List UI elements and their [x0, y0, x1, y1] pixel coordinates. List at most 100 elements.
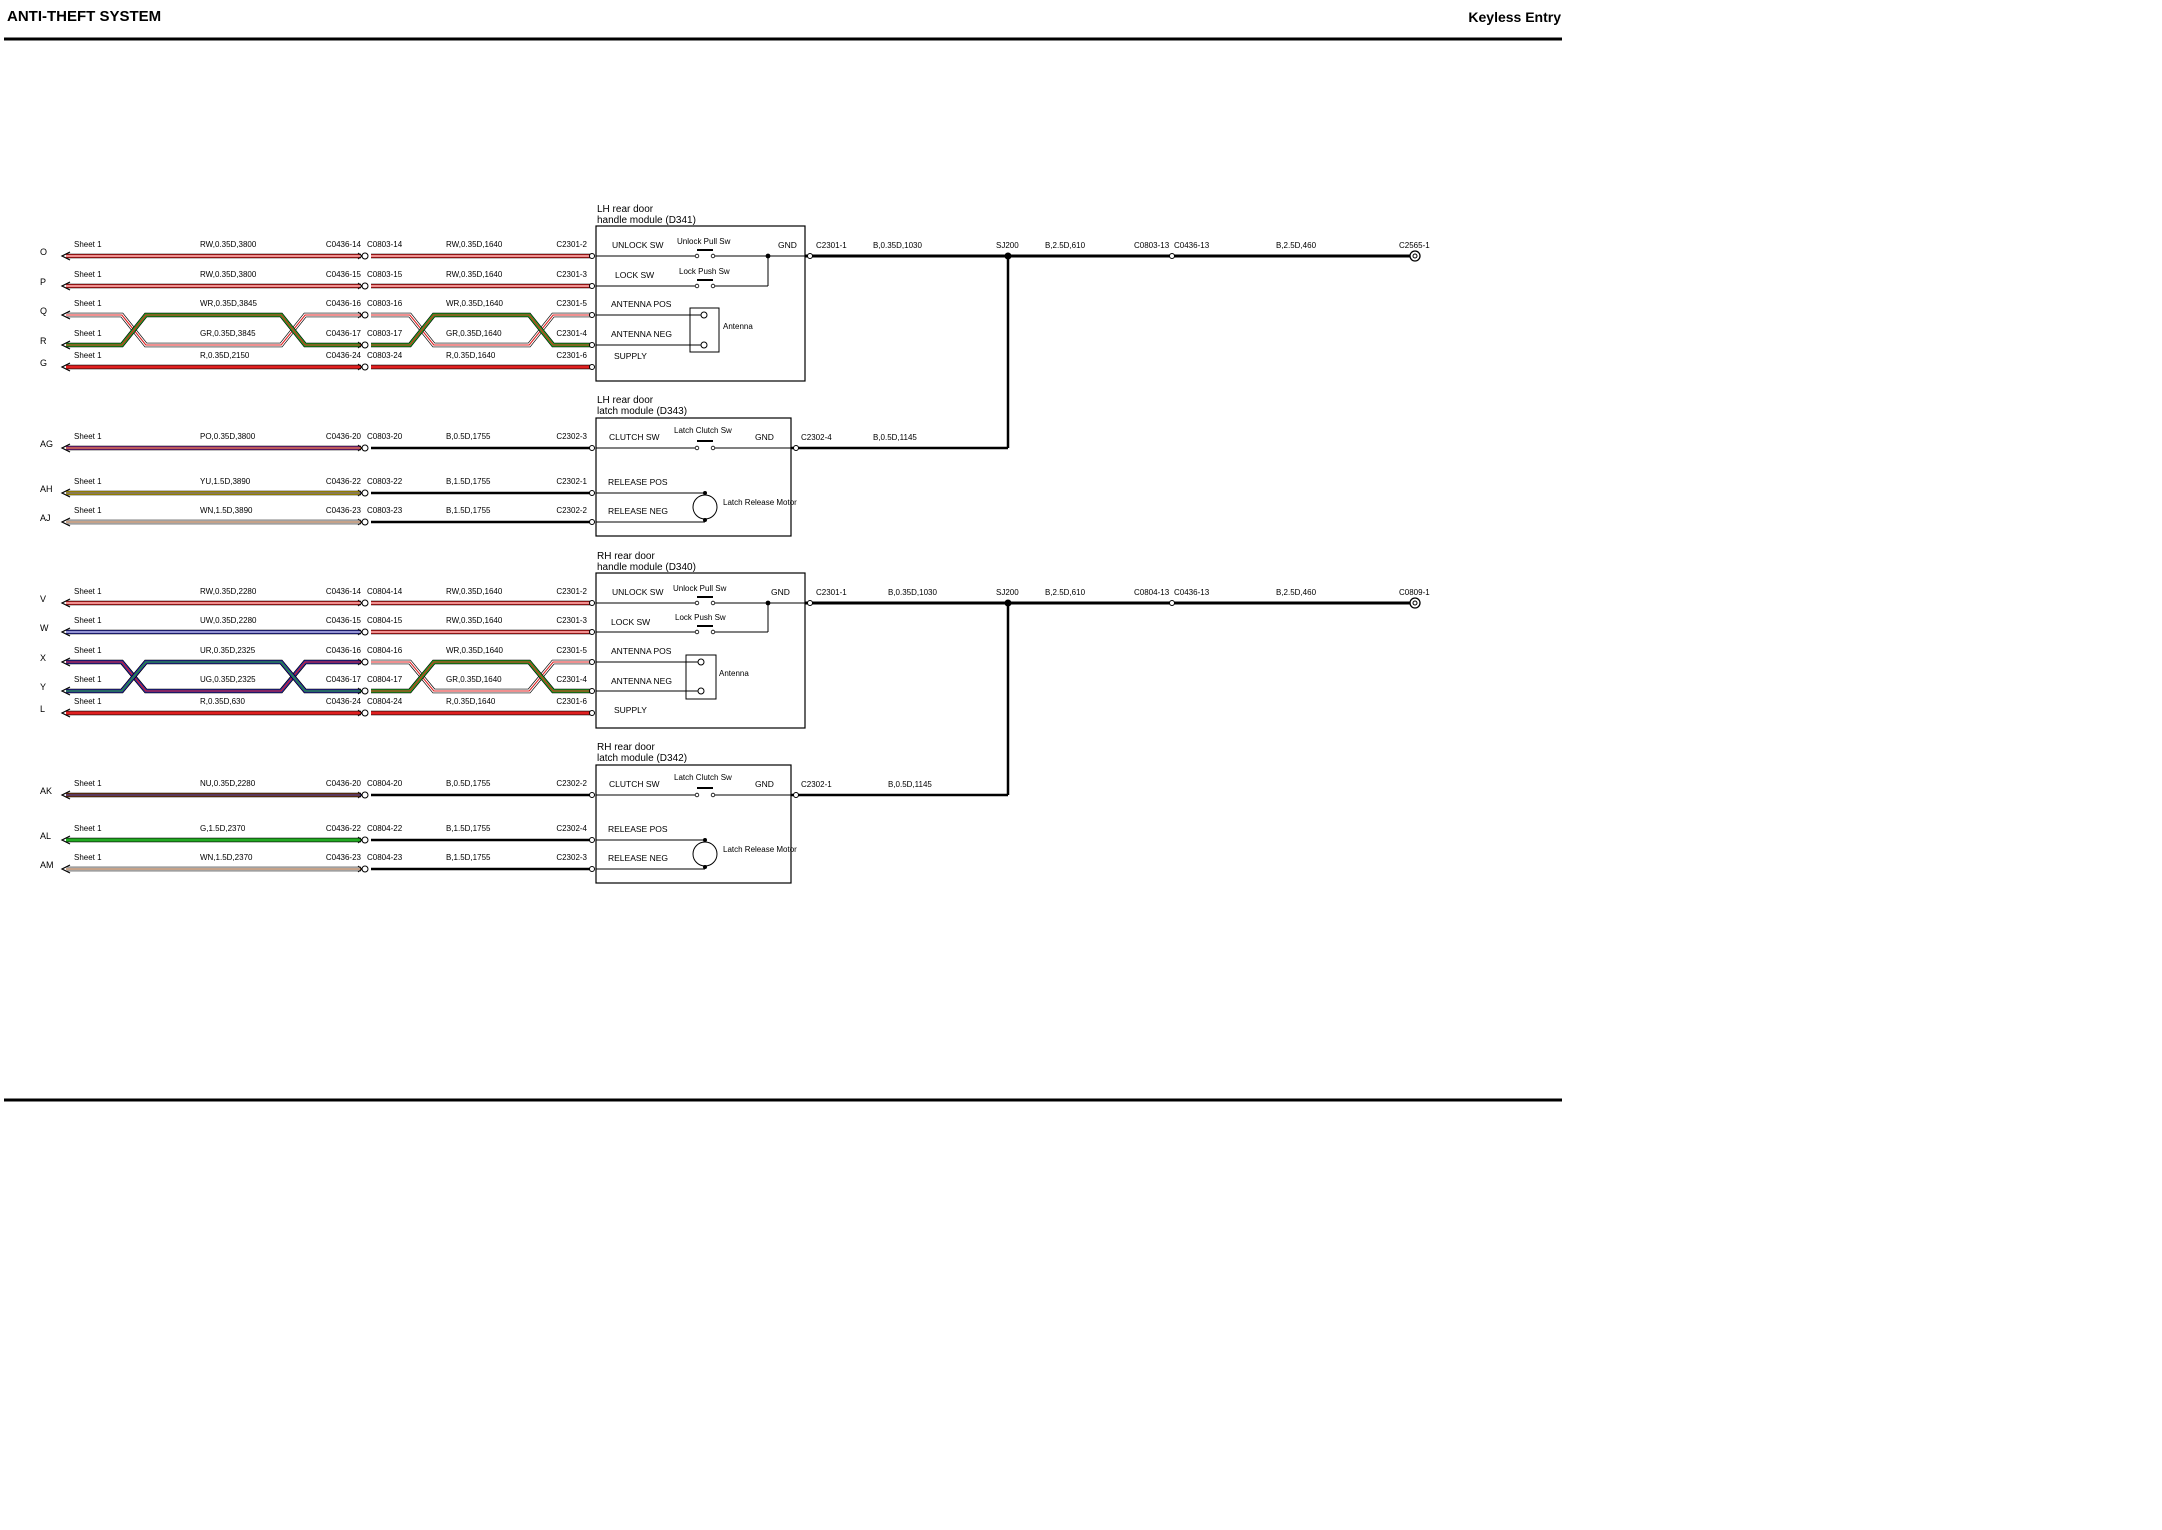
wire-label: GR,0.35D,1640: [446, 329, 502, 338]
conn-label: C0803-22: [367, 477, 403, 486]
module-pin: [589, 837, 595, 843]
circuit-letter: G: [40, 358, 47, 368]
sheet-ref: Sheet 1: [74, 351, 102, 360]
module-title-line2: handle module (D341): [597, 215, 696, 226]
wire-label: YU,1.5D,3890: [200, 477, 251, 486]
circuit-letter: Q: [40, 306, 47, 316]
wire-label: B,0.5D,1145: [888, 780, 932, 789]
inline-connector: [361, 658, 369, 666]
conn-label: C0803-24: [367, 351, 403, 360]
sheet-arrow: [60, 443, 71, 453]
connector-arrow: [357, 791, 363, 799]
conn-label: C0804-13: [1134, 588, 1170, 597]
inline-connector: [361, 836, 369, 844]
sheet-ref: Sheet 1: [74, 299, 102, 308]
connector-arrow: [357, 341, 363, 349]
conn-label: C2301-5: [556, 299, 587, 308]
conn-label: C2301-5: [556, 646, 587, 655]
motor-symbol: [692, 494, 718, 520]
circuit-letter: Y: [40, 682, 46, 692]
module-pin: [589, 688, 595, 694]
inline-connector: [361, 341, 369, 349]
conn-label: C0804-20: [367, 779, 403, 788]
switch-label-unlock-pull: Unlock Pull Sw: [677, 237, 731, 246]
circuit-letter: AK: [40, 786, 52, 796]
wire-label: RW,0.35D,1640: [446, 616, 503, 625]
conn-label: C2301-6: [556, 351, 587, 360]
splice-label: SJ200: [996, 588, 1019, 597]
sheet-arrow: [60, 340, 71, 350]
pin-label-gnd: GND: [755, 779, 774, 789]
pin-label-release-neg: RELEASE NEG: [608, 853, 668, 863]
sheet-ref: Sheet 1: [74, 240, 102, 249]
conn-label: C2301-1: [816, 241, 847, 250]
wire-segment-tracer: [371, 314, 592, 346]
wire-label: GR,0.35D,1640: [446, 675, 502, 684]
module-title-line1: RH rear door: [597, 551, 655, 562]
wire-label: R,0.35D,630: [200, 697, 245, 706]
sheet-arrow: [60, 598, 71, 608]
inline-connector: [361, 599, 369, 607]
conn-label: C2302-2: [556, 506, 587, 515]
sheet-arrow: [60, 362, 71, 372]
antenna-box: [685, 654, 717, 700]
pin-label-lock-sw: LOCK SW: [611, 617, 650, 627]
conn-label: C2302-1: [556, 477, 587, 486]
page-title: ANTI-THEFT SYSTEM: [7, 8, 161, 25]
wire-label: B,1.5D,1755: [446, 477, 491, 486]
conn-label: C0436-24: [326, 351, 362, 360]
wire-label: UR,0.35D,2325: [200, 646, 256, 655]
conn-label: C0436-16: [326, 646, 362, 655]
sheet-arrow: [60, 657, 71, 667]
module-pin: [589, 629, 595, 635]
component-label-antenna: Antenna: [719, 669, 749, 678]
antenna-box: [689, 307, 720, 353]
inline-connector: [361, 628, 369, 636]
inline-connector: [361, 252, 369, 260]
wire-segment-tracer: [66, 314, 361, 346]
wire-label: G,1.5D,2370: [200, 824, 246, 833]
module-pin: [589, 364, 595, 370]
circuit-letter: R: [40, 336, 47, 346]
module-box: [595, 572, 806, 729]
switch-label-latch-clutch: Latch Clutch Sw: [674, 426, 732, 435]
circuit-letter: AM: [40, 860, 54, 870]
module-box: [595, 225, 806, 382]
circuit-letter: W: [40, 623, 49, 633]
wire-label: WR,0.35D,1640: [446, 646, 503, 655]
inline-connector: [361, 709, 369, 717]
conn-label: C2301-4: [556, 675, 587, 684]
module-pin: [589, 253, 595, 259]
pin-label-antenna-pos: ANTENNA POS: [611, 646, 672, 656]
wire-label: B,2.5D,460: [1276, 241, 1317, 250]
conn-label: C0436-14: [326, 587, 362, 596]
inline-connector: [361, 363, 369, 371]
pin-label-unlock-sw: UNLOCK SW: [612, 240, 663, 250]
wire-segment-tracer: [66, 314, 361, 346]
pin-label-release-pos: RELEASE POS: [608, 824, 668, 834]
component-label-antenna: Antenna: [723, 322, 753, 331]
sheet-arrow: [60, 281, 71, 291]
wire-segment-tracer: [66, 661, 361, 692]
component-label-motor: Latch Release Motor: [723, 498, 797, 507]
wire-label: NU,0.35D,2280: [200, 779, 256, 788]
conn-label: C0436-20: [326, 432, 362, 441]
module-pin: [589, 792, 595, 798]
conn-label: C0803-17: [367, 329, 403, 338]
wire-label: B,0.35D,1030: [888, 588, 937, 597]
wire-label: RW,0.35D,1640: [446, 270, 503, 279]
pin-label-antenna-neg: ANTENNA NEG: [611, 329, 672, 339]
conn-label: C0436-15: [326, 616, 362, 625]
circuit-letter: AG: [40, 439, 53, 449]
inline-connector: [361, 282, 369, 290]
conn-label: C0803-13: [1134, 241, 1170, 250]
sheet-ref: Sheet 1: [74, 477, 102, 486]
conn-label: C2302-4: [801, 433, 832, 442]
wire-label: RW,0.35D,1640: [446, 587, 503, 596]
module-title-line1: RH rear door: [597, 742, 655, 753]
circuit-letter: X: [40, 653, 46, 663]
conn-label: C0803-20: [367, 432, 403, 441]
sheet-arrow: [60, 708, 71, 718]
wire-label: UW,0.35D,2280: [200, 616, 257, 625]
